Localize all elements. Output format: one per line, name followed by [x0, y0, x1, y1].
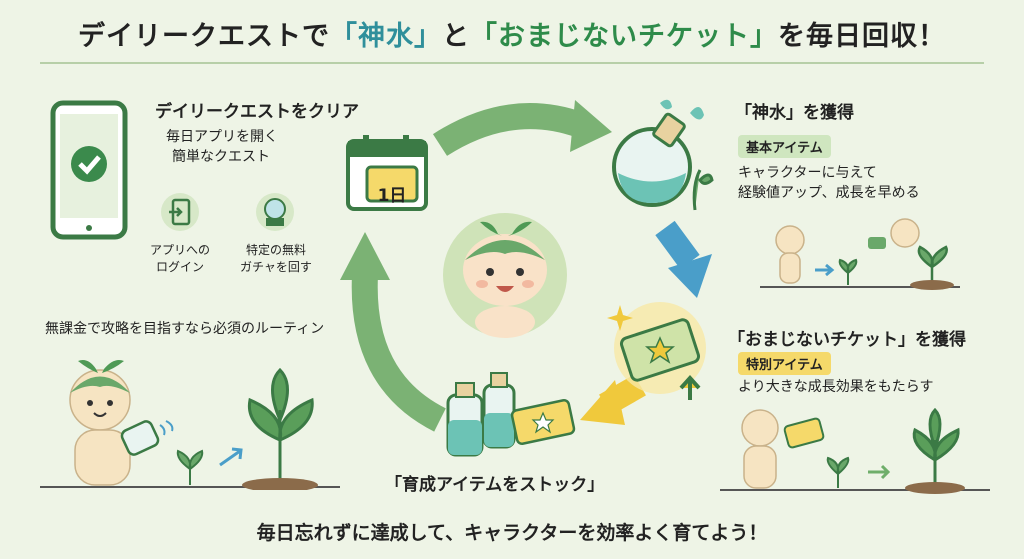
arrow-head-water-to-ticket [668, 254, 712, 298]
divine-water-desc-line2: 経験値アップ、成長を早める [738, 185, 920, 201]
smartphone-icon [50, 100, 128, 240]
title-divider [40, 62, 984, 64]
arrow-head-ticket-to-stock [580, 380, 625, 425]
routine-text: 無課金で攻略を目指すなら必須のルーティン [45, 321, 325, 337]
daily-desc-line2: 簡単なクエスト [172, 149, 270, 165]
title-item-ticket: 「おまじないチケット」 [470, 21, 778, 52]
arrow-daily-to-water [432, 103, 585, 157]
page-title: デイリークエストで「神水」と「おまじないチケット」を毎日回収！ [0, 14, 1024, 53]
ticket-burst-icon [607, 302, 706, 400]
ticket-badge: 特別アイテム [738, 352, 831, 375]
login-icon [161, 193, 199, 231]
divine-water-heading: 「神水」を獲得 [735, 103, 854, 123]
calendar-icon [346, 135, 428, 211]
gacha-label-line2: ガチャを回す [240, 260, 312, 274]
daily-heading: デイリークエストをクリア [155, 102, 359, 122]
arrow-water-to-ticket [655, 220, 700, 270]
left-watering-scene-illustration [40, 360, 340, 490]
gacha-label-line1: 特定の無料 [245, 243, 306, 257]
arrow-stock-to-daily [351, 274, 447, 432]
stock-items-icon [446, 372, 576, 457]
footer-message: 毎日忘れずに達成して、キャラクターを効率よく育てよう！ [256, 522, 768, 544]
ticket-desc: より大きな成長効果をもたらす [738, 379, 934, 395]
arrow-head-stock-to-daily [340, 232, 390, 280]
title-item-divine-water: 「神水」 [330, 21, 442, 52]
central-character-icon [443, 213, 567, 338]
ticket-heading: 「おまじないチケット」を獲得 [728, 330, 966, 350]
ticket-growth-scene-illustration [720, 407, 990, 494]
divine-water-bottle-icon [612, 99, 714, 211]
gacha-icon [256, 193, 294, 231]
title-suffix: を毎日回収！ [778, 21, 946, 52]
divine-water-badge: 基本アイテム [738, 135, 831, 158]
daily-desc-line1: 毎日アプリを開く [166, 129, 278, 145]
calendar-day: 1日 [377, 186, 407, 206]
arrow-head-daily-to-water [570, 100, 612, 152]
login-label-line1: アプリへの [149, 243, 210, 257]
stock-heading: 「育成アイテムをストック」 [385, 475, 605, 495]
watering-scene-illustration [760, 218, 960, 290]
divine-water-desc-line1: キャラクターに与えて [738, 165, 877, 181]
login-label-line2: ログイン [155, 260, 204, 274]
title-mid: と [442, 21, 470, 52]
title-prefix: デイリークエストで [78, 21, 330, 52]
